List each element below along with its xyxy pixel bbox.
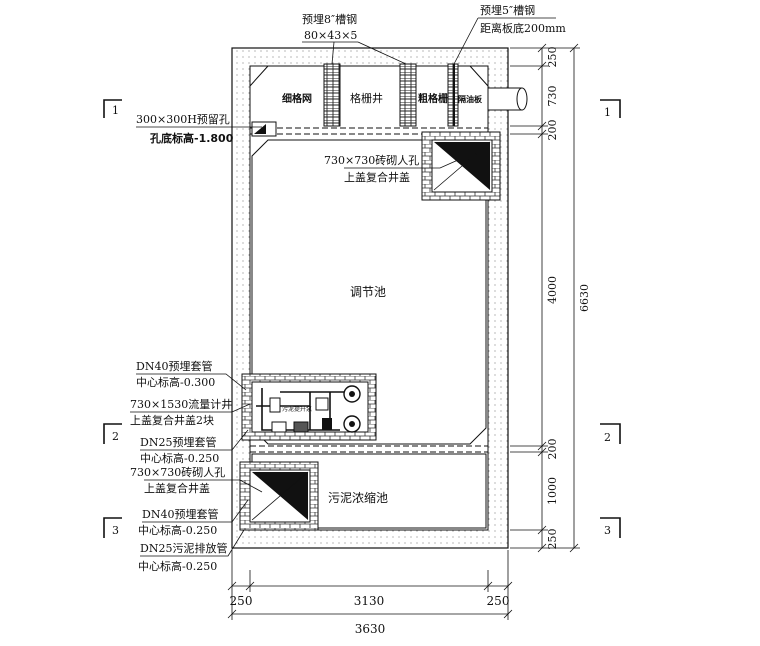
meter-well-label-2: 上盖复合井盖2块 <box>130 413 214 427</box>
hole-elevation-label: 孔底标高-1.800 <box>150 131 234 145</box>
section-marker-3-left <box>103 517 122 538</box>
regulating-tank-label: 调节池 <box>350 285 386 299</box>
dn40-upper-label-1: DN40预埋套管 <box>136 359 212 373</box>
right-dimension-lines <box>510 43 580 553</box>
manhole-bottom <box>239 461 319 531</box>
dim-right-2: 200 <box>546 120 559 141</box>
dim-right-1: 730 <box>546 86 559 107</box>
fine-screen-label: 细格网 <box>282 92 312 105</box>
manhole-top-label-2: 上盖复合井盖 <box>344 170 410 184</box>
section-1-right-label: 1 <box>604 106 611 119</box>
dn40-upper-label-2: 中心标高-0.300 <box>136 375 215 389</box>
inlet-pipe <box>487 87 528 111</box>
dim-right-0: 250 <box>546 47 559 68</box>
manhole-bottom-label-1: 730×730砖砌人孔 <box>130 465 225 479</box>
dim-right-total: 6630 <box>578 284 591 312</box>
leader-steel-5b <box>453 17 479 65</box>
grille-well-label: 格栅井 <box>350 91 383 105</box>
section-2-left-label: 2 <box>112 430 119 443</box>
section-marker-2-left <box>103 423 122 444</box>
bottom-dimension-lines <box>227 550 513 620</box>
dn25-upper-label-2: 中心标高-0.250 <box>140 451 219 465</box>
dim-right-5: 1000 <box>546 477 559 505</box>
dn40-lower-label-1: DN40预埋套管 <box>142 507 218 521</box>
channel-steel-8-label: 预埋8″槽钢 <box>302 13 357 26</box>
reserved-hole <box>251 121 277 137</box>
section-2-right-label: 2 <box>604 431 611 444</box>
section-marker-1-left <box>103 99 122 118</box>
leader-manhole-top <box>344 159 459 169</box>
section-marker-3-right <box>600 517 621 538</box>
section-1-left-label: 1 <box>112 104 119 117</box>
section-3-left-label: 3 <box>112 524 119 537</box>
oil-baffle-label: 隔油板 <box>458 94 483 104</box>
dim-bottom-2: 250 <box>487 594 510 608</box>
leader-dn40-upper <box>136 373 247 391</box>
dim-bottom-1: 3130 <box>354 594 385 608</box>
manhole-top <box>421 131 501 201</box>
dim-right-6: 250 <box>546 529 559 550</box>
leader-manhole-bottom <box>144 479 263 493</box>
channel-steel-5-label: 预埋5″槽钢 <box>480 4 535 17</box>
leader-dn25-upper <box>140 429 249 451</box>
channel-steel-5-height: 距离板底200mm <box>480 21 566 35</box>
meter-well-label-1: 730×1530流量计井 <box>130 397 232 411</box>
sludge-tank-label: 污泥浓缩池 <box>328 490 388 505</box>
channel-steel-8-size: 80×43×5 <box>304 29 357 42</box>
leader-steel-8b <box>331 41 407 65</box>
reserved-hole-label: 300×300H预留孔 <box>136 113 230 126</box>
grille-well-chamfer <box>249 65 489 87</box>
leader-dn40-lower <box>142 499 249 523</box>
dn25-lower-label-1: DN25污泥排放管 <box>140 541 227 555</box>
meter-well <box>241 373 377 441</box>
dim-right-4: 200 <box>546 439 559 460</box>
manhole-bottom-label-2: 上盖复合井盖 <box>144 481 210 495</box>
manhole-top-label-1: 730×730砖砌人孔 <box>324 153 419 167</box>
dn40-lower-label-2: 中心标高-0.250 <box>138 523 217 537</box>
dn25-lower-label-2: 中心标高-0.250 <box>138 559 217 573</box>
pump-label: 污泥提升泵 <box>282 405 312 413</box>
section-3-right-label: 3 <box>604 524 611 537</box>
dim-bottom-0: 250 <box>230 594 253 608</box>
leader-meter-well <box>130 403 251 413</box>
dn25-upper-label-1: DN25预埋套管 <box>140 435 216 449</box>
dim-right-3: 4000 <box>546 276 559 304</box>
leader-dn25-lower <box>140 529 245 557</box>
section-marker-1-right <box>600 99 621 118</box>
dim-bottom-total: 3630 <box>355 622 386 636</box>
section-marker-2-right <box>600 423 621 444</box>
coarse-screen-label: 粗格栅 <box>418 92 448 105</box>
